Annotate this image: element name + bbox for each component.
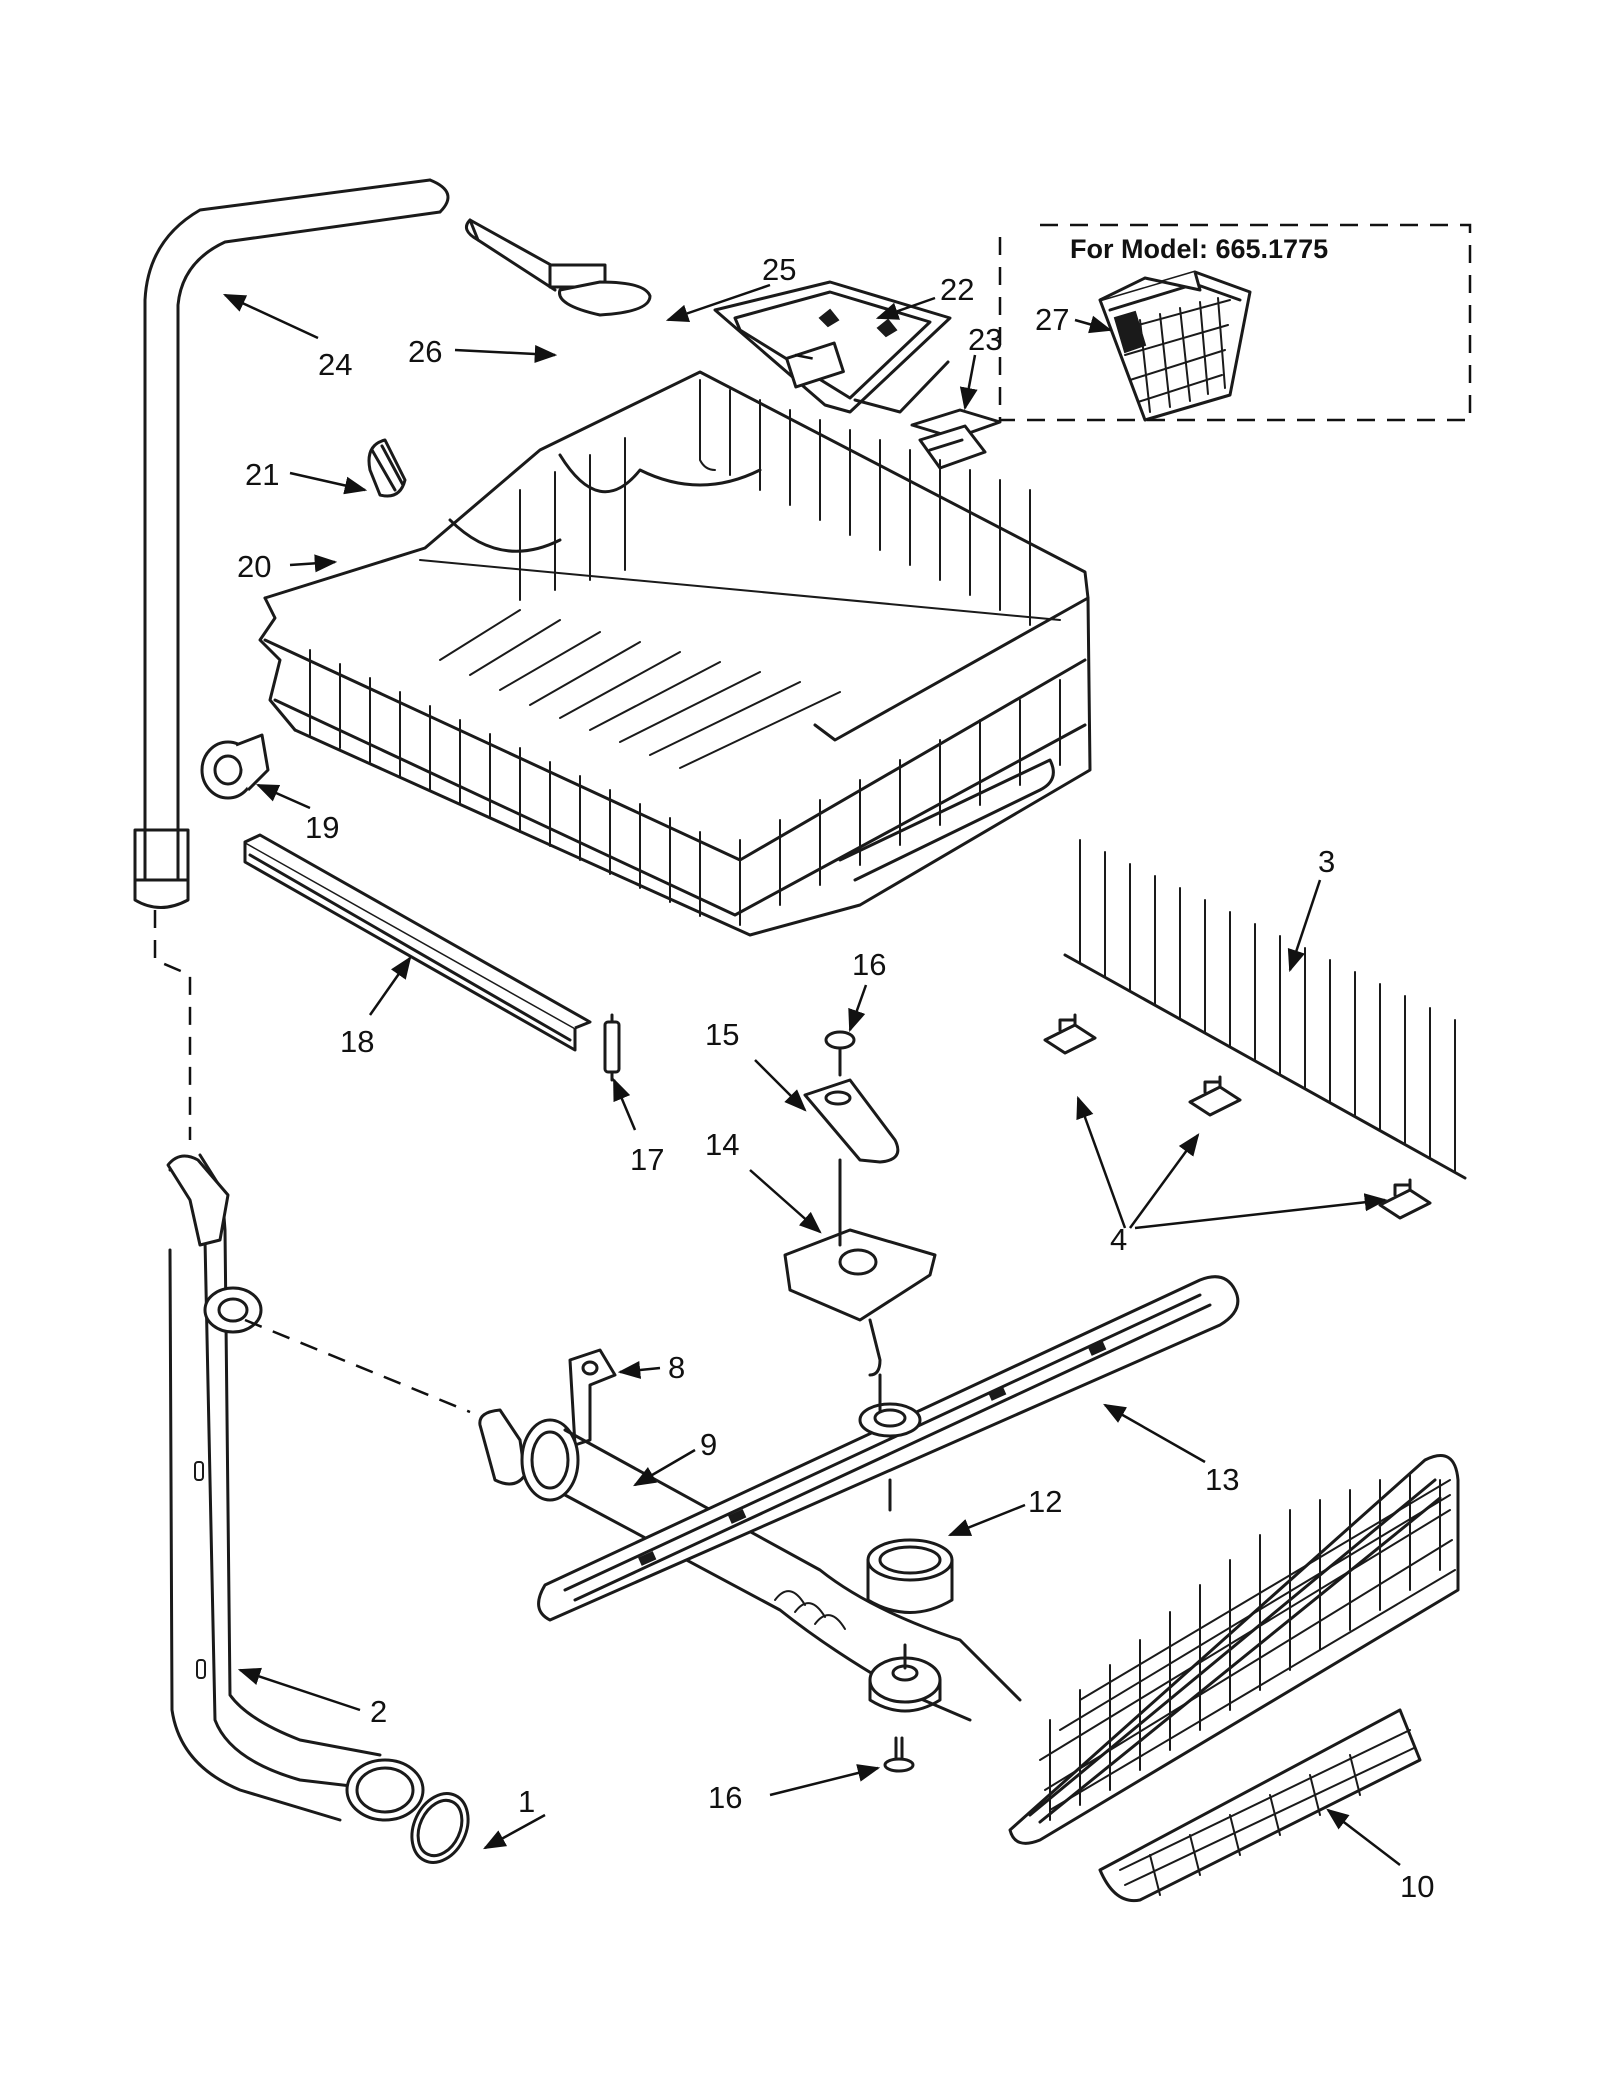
callout-25: 25: [762, 252, 796, 287]
part-15-spray-deflector: [803, 1078, 900, 1232]
alignment-dashes: [153, 223, 1472, 1414]
callout-18: 18: [340, 1024, 374, 1059]
part-2-lower-tube: [166, 1153, 425, 1822]
part-3-tine-row: [1063, 839, 1467, 1180]
callout-21: 21: [245, 457, 279, 492]
leader-lines: [222, 283, 1401, 1866]
callout-13: 13: [1205, 1462, 1239, 1497]
part-23-clip: [910, 408, 1002, 470]
callout-16-upper: 16: [852, 947, 886, 982]
callout-26: 26: [408, 334, 442, 369]
part-8-bracket: [568, 1348, 617, 1447]
callout-3: 3: [1318, 844, 1335, 879]
part-18-rack-rail: [243, 833, 592, 1052]
callout-1: 1: [518, 1784, 535, 1819]
part-20-upper-rack: [258, 370, 1092, 937]
part-14-manifold-bracket: [783, 1226, 937, 1377]
callout-16-lower: 16: [708, 1780, 742, 1815]
callout-20: 20: [237, 549, 271, 584]
part-4-tine-clips: [1043, 1013, 1432, 1220]
part-10-filter-screen: [1008, 1454, 1460, 1903]
callout-23: 23: [968, 322, 1002, 357]
part-12-retaining-ring: [866, 1478, 954, 1614]
part-17-rail-stop: [603, 1013, 621, 1082]
callout-10: 10: [1400, 1869, 1434, 1904]
callout-22: 22: [940, 272, 974, 307]
part-21-rack-clip: [367, 438, 407, 498]
part-24-supply-tube: [133, 178, 652, 909]
callout-15: 15: [705, 1017, 739, 1052]
callout-14: 14: [705, 1127, 739, 1162]
part-16-upper-screw: [824, 1030, 856, 1077]
lower-hub: [868, 1643, 942, 1713]
part-16-lower-screw: [883, 1736, 915, 1773]
callout-4: 4: [1110, 1222, 1127, 1257]
callout-2: 2: [370, 1694, 387, 1729]
part-1-o-ring: [410, 1792, 470, 1864]
callout-12: 12: [1028, 1484, 1062, 1519]
part-27-silverware-basket: [1098, 270, 1252, 422]
part-13-spray-arm: [537, 1275, 1240, 1622]
callout-17: 17: [630, 1142, 664, 1177]
callout-27: 27: [1035, 302, 1069, 337]
callout-19: 19: [305, 810, 339, 845]
callout-8: 8: [668, 1350, 685, 1385]
callout-9: 9: [700, 1427, 717, 1462]
callout-24: 24: [318, 347, 352, 382]
part-19-rack-wheel: [200, 733, 270, 800]
part-22-25-silverware-dispenser: [713, 280, 952, 414]
callout-labels: 1 2 3 4 8 9 10 12 13 14 15 16 16 17 18 1…: [237, 234, 1434, 1904]
model-label: For Model: 665.1775: [1070, 234, 1328, 264]
